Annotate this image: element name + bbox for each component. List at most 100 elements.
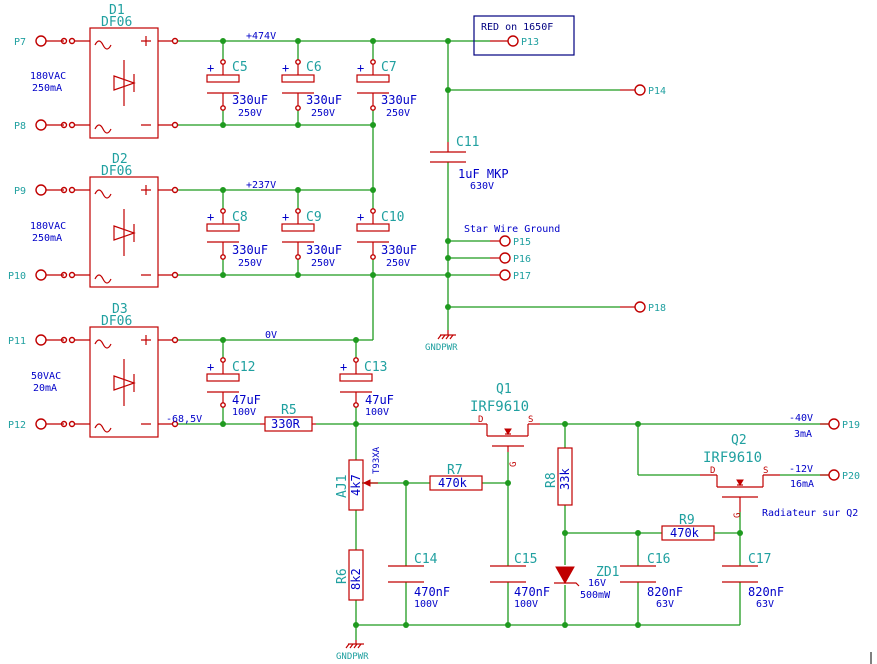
- mosfet-q2: D S G Q2 IRF9610 Radiateur sur Q2: [700, 433, 858, 519]
- port-p9[interactable]: [35, 184, 47, 196]
- q2-ref: Q2: [731, 433, 747, 448]
- c15-voltage: 100V: [514, 599, 538, 610]
- d3-current: 20mA: [33, 383, 57, 394]
- port-p16-label: P16: [513, 254, 531, 265]
- svg-text:+: +: [357, 61, 364, 75]
- r6-value: 8k2: [349, 568, 363, 590]
- net-label-plus237: +237V: [246, 180, 276, 191]
- trimmer-aj1: AJ1 4k7 T93XA: [335, 446, 382, 511]
- port-p9-label: P9: [14, 186, 26, 197]
- c13-value: 47uF: [365, 393, 394, 407]
- d1-ref: D1: [109, 3, 125, 18]
- c6-value: 330uF: [306, 93, 342, 107]
- net-label-minus40-current: 3mA: [794, 429, 812, 440]
- c9-value: 330uF: [306, 243, 342, 257]
- capacitor-c12: + C12 47uF 100V: [206, 357, 261, 418]
- svg-text:+: +: [207, 360, 214, 374]
- resistor-r6: R6 8k2: [335, 549, 364, 601]
- c10-value: 330uF: [381, 243, 417, 257]
- port-p15[interactable]: [499, 235, 511, 247]
- port-p13[interactable]: [507, 35, 519, 47]
- c15-value: 470nF: [514, 585, 550, 599]
- c8-value: 330uF: [232, 243, 268, 257]
- c5-voltage: 250V: [238, 108, 262, 119]
- port-p16[interactable]: [499, 252, 511, 264]
- port-p7[interactable]: [35, 35, 47, 47]
- bridge-d3: D3 DF06 50VAC 20mA: [31, 302, 175, 438]
- port-p20-label: P20: [842, 471, 860, 482]
- port-p18[interactable]: [634, 301, 646, 313]
- mosfet-q1: D S G Q1 IRF9610: [470, 382, 540, 467]
- net-label-minus12-current: 16mA: [790, 479, 814, 490]
- q1-gate-label: G: [509, 462, 519, 467]
- r7-value: 470k: [438, 476, 468, 490]
- capacitor-c10: + C10 330uF 250V: [356, 208, 417, 269]
- bridge-d1: D1 DF06 180VAC 250mA: [30, 3, 175, 139]
- aj1-value: 4k7: [349, 474, 363, 496]
- d1-value: DF06: [101, 15, 132, 30]
- q2-drain-label: D: [710, 466, 715, 476]
- q2-gate-label: G: [733, 513, 743, 518]
- net-label-star-ground: Star Wire Ground: [464, 224, 560, 235]
- svg-text:+: +: [357, 210, 364, 224]
- ground-symbol-bottom: GNDPWR: [336, 640, 369, 662]
- c15-ref: C15: [514, 552, 537, 567]
- r8-value: 33k: [558, 468, 572, 490]
- port-p19[interactable]: [828, 418, 840, 430]
- r9-value: 470k: [670, 526, 700, 540]
- port-p8-label: P8: [14, 121, 26, 132]
- connector-ports: P7 P8 P9 P10 P11 P12 P13 P14 P15 P16 P17…: [8, 35, 860, 482]
- c16-ref: C16: [647, 552, 670, 567]
- c17-value: 820nF: [748, 585, 784, 599]
- resistor-r8: R8 33k: [544, 447, 573, 506]
- net-label-minus40: -40V: [789, 413, 813, 424]
- port-p8[interactable]: [35, 119, 47, 131]
- svg-text:+: +: [340, 360, 347, 374]
- capacitor-c17: C17 820nF 63V: [722, 552, 784, 610]
- port-p19-label: P19: [842, 420, 860, 431]
- resistor-r5: R5 330R: [260, 403, 316, 432]
- c14-voltage: 100V: [414, 599, 438, 610]
- d2-current: 250mA: [32, 233, 62, 244]
- capacitor-c5: + C5 330uF 250V: [206, 59, 268, 119]
- port-p14[interactable]: [634, 84, 646, 96]
- c10-ref: C10: [381, 210, 404, 225]
- d3-voltage: 50VAC: [31, 371, 61, 382]
- q2-source-label: S: [763, 466, 768, 476]
- d1-current: 250mA: [32, 83, 62, 94]
- c5-ref: C5: [232, 60, 248, 75]
- zd1-ref: ZD1: [596, 565, 619, 580]
- c6-ref: C6: [306, 60, 322, 75]
- c11-voltage: 630V: [470, 181, 494, 192]
- port-p15-label: P15: [513, 237, 531, 248]
- port-p10-label: P10: [8, 271, 26, 282]
- c9-voltage: 250V: [311, 258, 335, 269]
- resistor-r7: R7 470k: [429, 463, 483, 491]
- port-p20[interactable]: [828, 469, 840, 481]
- c14-ref: C14: [414, 552, 438, 567]
- port-p10[interactable]: [35, 269, 47, 281]
- d2-voltage: 180VAC: [30, 221, 66, 232]
- c16-value: 820nF: [647, 585, 683, 599]
- r5-ref: R5: [281, 403, 297, 418]
- d3-value: DF06: [101, 314, 132, 329]
- port-p14-label: P14: [648, 86, 666, 97]
- port-p11-label: P11: [8, 336, 26, 347]
- port-p17[interactable]: [499, 269, 511, 281]
- zd1-power: 500mW: [580, 590, 611, 601]
- port-p7-label: P7: [14, 37, 26, 48]
- capacitor-c14: C14 470nF 100V: [388, 552, 450, 610]
- svg-text:+: +: [207, 61, 214, 75]
- port-p12[interactable]: [35, 418, 47, 430]
- port-p17-label: P17: [513, 271, 531, 282]
- c12-ref: C12: [232, 360, 255, 375]
- q1-value: IRF9610: [470, 399, 529, 415]
- capacitor-c15: C15 470nF 100V: [490, 552, 550, 610]
- ground-symbol-top: GNDPWR: [425, 330, 458, 353]
- capacitor-c8: + C8 330uF 250V: [206, 208, 268, 269]
- port-p11[interactable]: [35, 334, 47, 346]
- aj1-note: T93XA: [372, 446, 382, 474]
- c8-voltage: 250V: [238, 258, 262, 269]
